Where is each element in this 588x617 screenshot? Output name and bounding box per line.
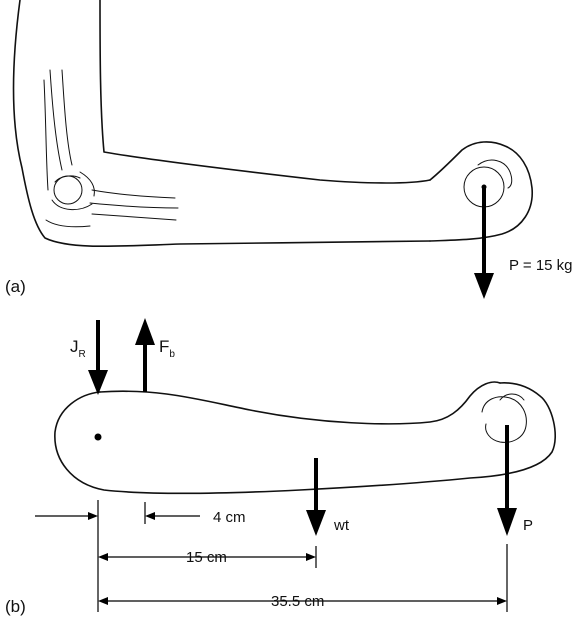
elbow-joint	[53, 175, 83, 205]
fist-thumb-b	[499, 393, 525, 401]
forearm-outline-b	[54, 382, 556, 495]
load-label-a: P = 15 kg	[509, 257, 573, 274]
joint-force-arrow-head	[88, 370, 108, 395]
fist-outline-a	[429, 141, 533, 242]
panel-b-label: (b)	[5, 597, 26, 616]
biceps-force-label-sub: b	[169, 349, 175, 360]
load-arrow-a-head	[474, 273, 494, 299]
panel-a-drawing	[12, 0, 533, 299]
dim-4cm-left-head	[88, 512, 98, 520]
forearm-bones	[89, 189, 179, 221]
fist-detail-b	[481, 396, 527, 443]
dim-4cm-right-head	[145, 512, 155, 520]
biceps-force-label-main: F	[159, 337, 169, 356]
forearm-top-edge-b	[99, 381, 501, 425]
joint-force-label: JR	[70, 337, 86, 360]
load-arrow-b-head	[497, 508, 517, 536]
weight-arrow-head	[306, 510, 326, 536]
panel-a-label: (a)	[5, 277, 26, 296]
dim-35cm-right-head	[497, 597, 507, 605]
elbow-center-dot	[94, 433, 102, 441]
humerus-bone	[43, 69, 73, 191]
weight-label: wt	[333, 517, 350, 534]
load-point-a	[481, 184, 487, 190]
dim-35cm-label: 35.5 cm	[271, 593, 324, 610]
biceps-force-arrow-head	[135, 318, 155, 345]
dim-4cm-label: 4 cm	[213, 509, 246, 526]
dim-15cm-left-head	[98, 553, 108, 561]
joint-force-label-sub: R	[79, 349, 86, 360]
panel-b-drawing	[35, 318, 556, 612]
dim-15cm-right-head	[306, 553, 316, 561]
dim-15cm-label: 15 cm	[186, 549, 227, 566]
biceps-force-label: Fb	[159, 337, 175, 360]
load-label-b: P	[523, 517, 533, 534]
dim-35cm-left-head	[98, 597, 108, 605]
fist-thumb-a	[477, 159, 513, 189]
elbow-underside	[45, 219, 91, 228]
upper-arm-outline	[12, 0, 431, 248]
elbow-detail	[51, 171, 95, 210]
upper-arm-inner-outline	[99, 0, 431, 184]
joint-force-label-main: J	[70, 337, 79, 356]
